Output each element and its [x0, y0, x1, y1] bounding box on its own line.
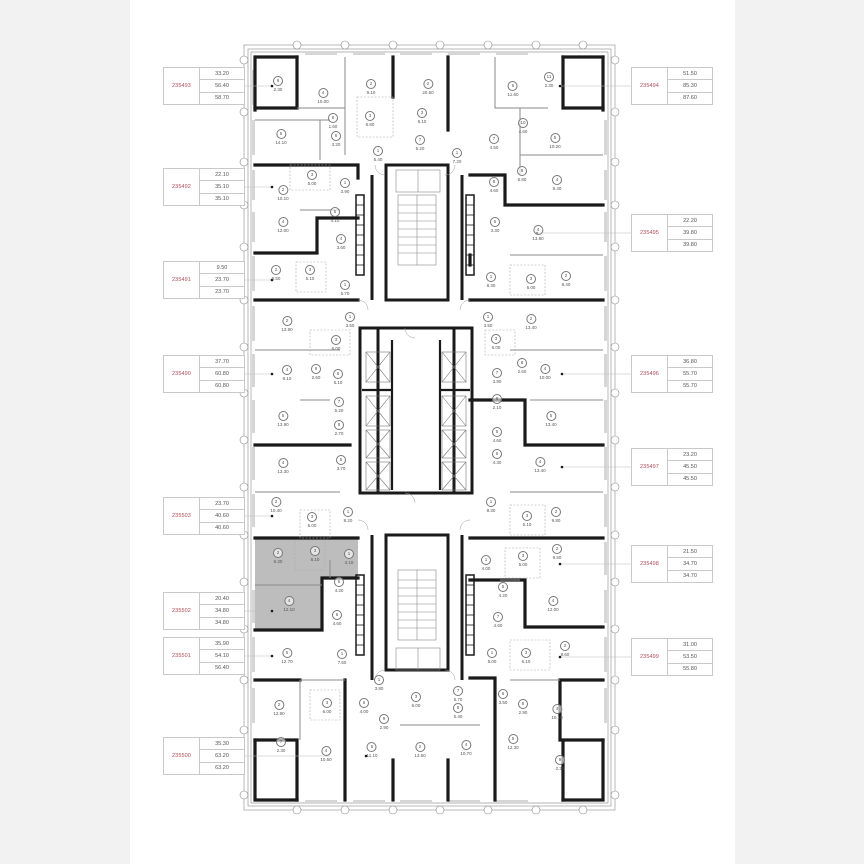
kitchen-zones	[289, 96, 551, 721]
living-area: 51.50	[668, 68, 712, 81]
total-area: 45.50	[668, 461, 712, 474]
living-area: 33.20	[200, 68, 244, 81]
total-area: 34.80	[200, 605, 244, 618]
apartment-id: 235491	[164, 262, 200, 298]
shafts	[355, 194, 475, 656]
total-area-with-balcony: 55.70	[683, 383, 697, 390]
apartment-id: 235495	[632, 215, 668, 251]
living-area: 21.50	[668, 546, 712, 559]
stairwells	[395, 169, 441, 671]
total-area: 39.80	[668, 227, 712, 240]
total-area: 55.70	[668, 368, 712, 381]
apartment-id: 235496	[632, 356, 668, 392]
living-area: 35.30	[200, 738, 244, 751]
total-area: 54.10	[200, 650, 244, 663]
core-walls	[358, 163, 474, 680]
living-area: 31.00	[668, 639, 712, 652]
total-area: 85.30	[668, 80, 712, 93]
entry-markers	[270, 84, 564, 758]
living-area: 37.70	[200, 356, 244, 369]
total-area: 60.80	[200, 368, 244, 381]
apartment-id: 235498	[632, 546, 668, 582]
windows	[252, 52, 607, 803]
partitions	[255, 57, 603, 740]
total-area-with-balcony: 40.60	[215, 525, 229, 532]
structural-walls	[253, 55, 605, 802]
total-area-with-balcony: 87.60	[683, 95, 697, 102]
total-area: 40.60	[200, 510, 244, 523]
total-area-with-balcony: 58.70	[215, 95, 229, 102]
total-area-with-balcony: 63.20	[215, 765, 229, 772]
apartment-id: 235502	[164, 593, 200, 629]
total-area-with-balcony: 34.80	[215, 620, 229, 627]
total-area: 23.70	[200, 274, 244, 287]
elevators[interactable]	[365, 351, 467, 491]
apartment-id: 235490	[164, 356, 200, 392]
total-area: 63.20	[200, 750, 244, 763]
total-area-with-balcony: 34.70	[683, 573, 697, 580]
living-area: 35.90	[200, 638, 244, 651]
total-area-with-balcony: 56.40	[215, 665, 229, 672]
living-area: 23.20	[668, 449, 712, 462]
apartment-id: 235492	[164, 169, 200, 205]
apartment-id: 235503	[164, 498, 200, 534]
living-area: 36.80	[668, 356, 712, 369]
living-area: 20.40	[200, 593, 244, 606]
living-area: 9.50	[200, 262, 244, 275]
total-area-with-balcony: 55.80	[683, 666, 697, 673]
shaft-rungs	[356, 204, 474, 646]
apartment-id: 235497	[632, 449, 668, 485]
leader-lines	[227, 85, 631, 757]
highlighted-apartment-235502[interactable]	[255, 538, 358, 630]
facade-ornaments	[239, 40, 620, 815]
facade-lines	[243, 44, 616, 811]
core-inner-walls	[362, 340, 470, 490]
total-area-with-balcony: 60.80	[215, 383, 229, 390]
apartment-id: 235501	[164, 638, 200, 674]
total-area-with-balcony: 39.80	[683, 242, 697, 249]
apartment-id: 235499	[632, 639, 668, 675]
living-area: 23.70	[200, 498, 244, 511]
total-area: 34.70	[668, 558, 712, 571]
living-area: 22.20	[668, 215, 712, 228]
apartment-id: 235500	[164, 738, 200, 774]
living-area: 22.10	[200, 169, 244, 182]
total-area: 53.50	[668, 651, 712, 664]
apartment-id: 235494	[632, 68, 668, 104]
apartment-id: 235493	[164, 68, 200, 104]
total-area: 56.40	[200, 80, 244, 93]
total-area-with-balcony: 23.70	[215, 289, 229, 296]
total-area-with-balcony: 45.50	[683, 476, 697, 483]
total-area-with-balcony: 35.10	[215, 196, 229, 203]
drawing-sheet	[130, 0, 735, 864]
total-area: 35.10	[200, 181, 244, 194]
